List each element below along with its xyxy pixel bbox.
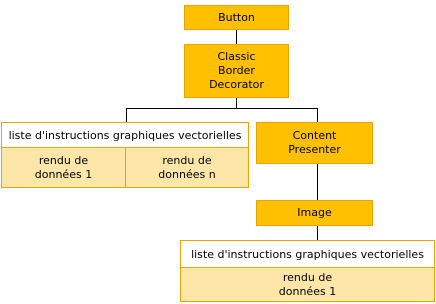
image-drawing-list-body: rendu de données 1 <box>181 268 434 301</box>
content-presenter-label: Content Presenter <box>288 129 341 156</box>
image-node-label: Image <box>297 206 332 219</box>
image-drawing-data-1: rendu de données 1 <box>278 270 337 298</box>
image-drawing-list: liste d'instructions graphiques vectorie… <box>180 240 435 302</box>
button-node-label: Button <box>218 10 255 24</box>
classic-border-decorator-label: Classic Border Decorator <box>209 50 264 91</box>
border-drawing-data-1: rendu de données 1 <box>2 148 126 187</box>
button-node: Button <box>184 5 289 30</box>
border-drawing-list-body: rendu de données 1 rendu de données n <box>2 148 248 187</box>
image-node: Image <box>256 200 373 226</box>
border-drawing-data-n: rendu de données n <box>158 153 216 181</box>
image-drawing-list-header: liste d'instructions graphiques vectorie… <box>181 241 434 268</box>
classic-border-decorator-node: Classic Border Decorator <box>184 44 289 98</box>
content-presenter-node: Content Presenter <box>256 122 373 164</box>
border-drawing-list-header: liste d'instructions graphiques vectorie… <box>2 123 248 148</box>
border-drawing-list: liste d'instructions graphiques vectorie… <box>1 122 249 188</box>
